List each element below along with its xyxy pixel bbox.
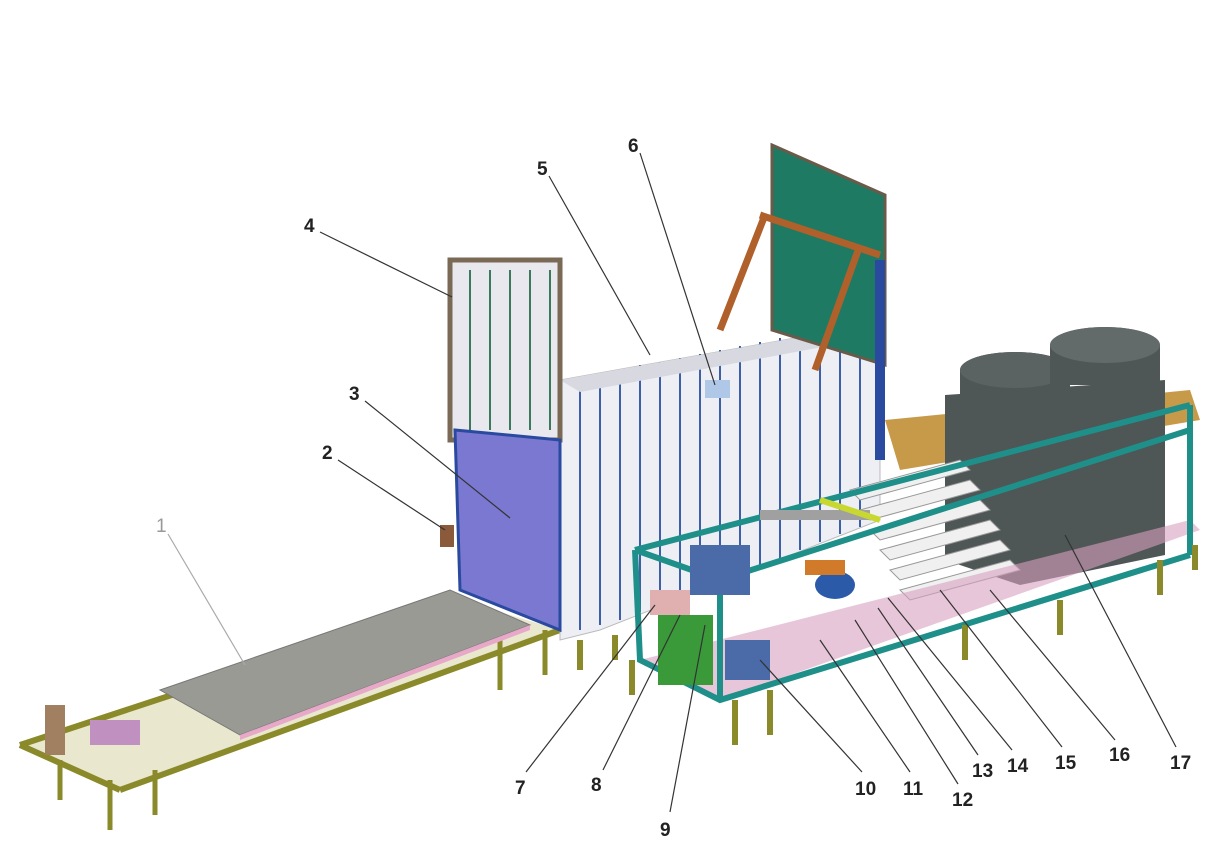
callout-11: 11 [903,779,924,800]
callout-14: 14 [1007,756,1029,777]
callout-2: 2 [322,443,333,464]
board-plate [158,589,532,740]
callout-10: 10 [855,779,876,800]
callout-4: 4 [304,216,315,237]
callout-8: 8 [591,775,602,796]
callout-17: 17 [1170,753,1191,774]
pump-skid [632,402,1200,704]
callout-15: 15 [1055,753,1077,774]
cooling-tower [945,327,1165,585]
leader-lines [167,152,1177,813]
main-chamber [559,329,881,641]
callout-12: 12 [952,790,973,811]
callout-13: 13 [972,761,993,782]
front-door [440,257,563,633]
callout-16: 16 [1109,745,1130,766]
callout-labels: 1 2 3 4 5 6 7 8 9 10 11 12 13 14 15 16 1… [156,136,1191,841]
callout-9: 9 [660,820,671,841]
rear-door [716,142,887,460]
top-valve [705,380,730,398]
callout-3: 3 [349,384,360,405]
callout-5: 5 [537,159,548,180]
callout-1: 1 [156,516,167,537]
callout-7: 7 [515,778,526,799]
callout-6: 6 [628,136,639,157]
